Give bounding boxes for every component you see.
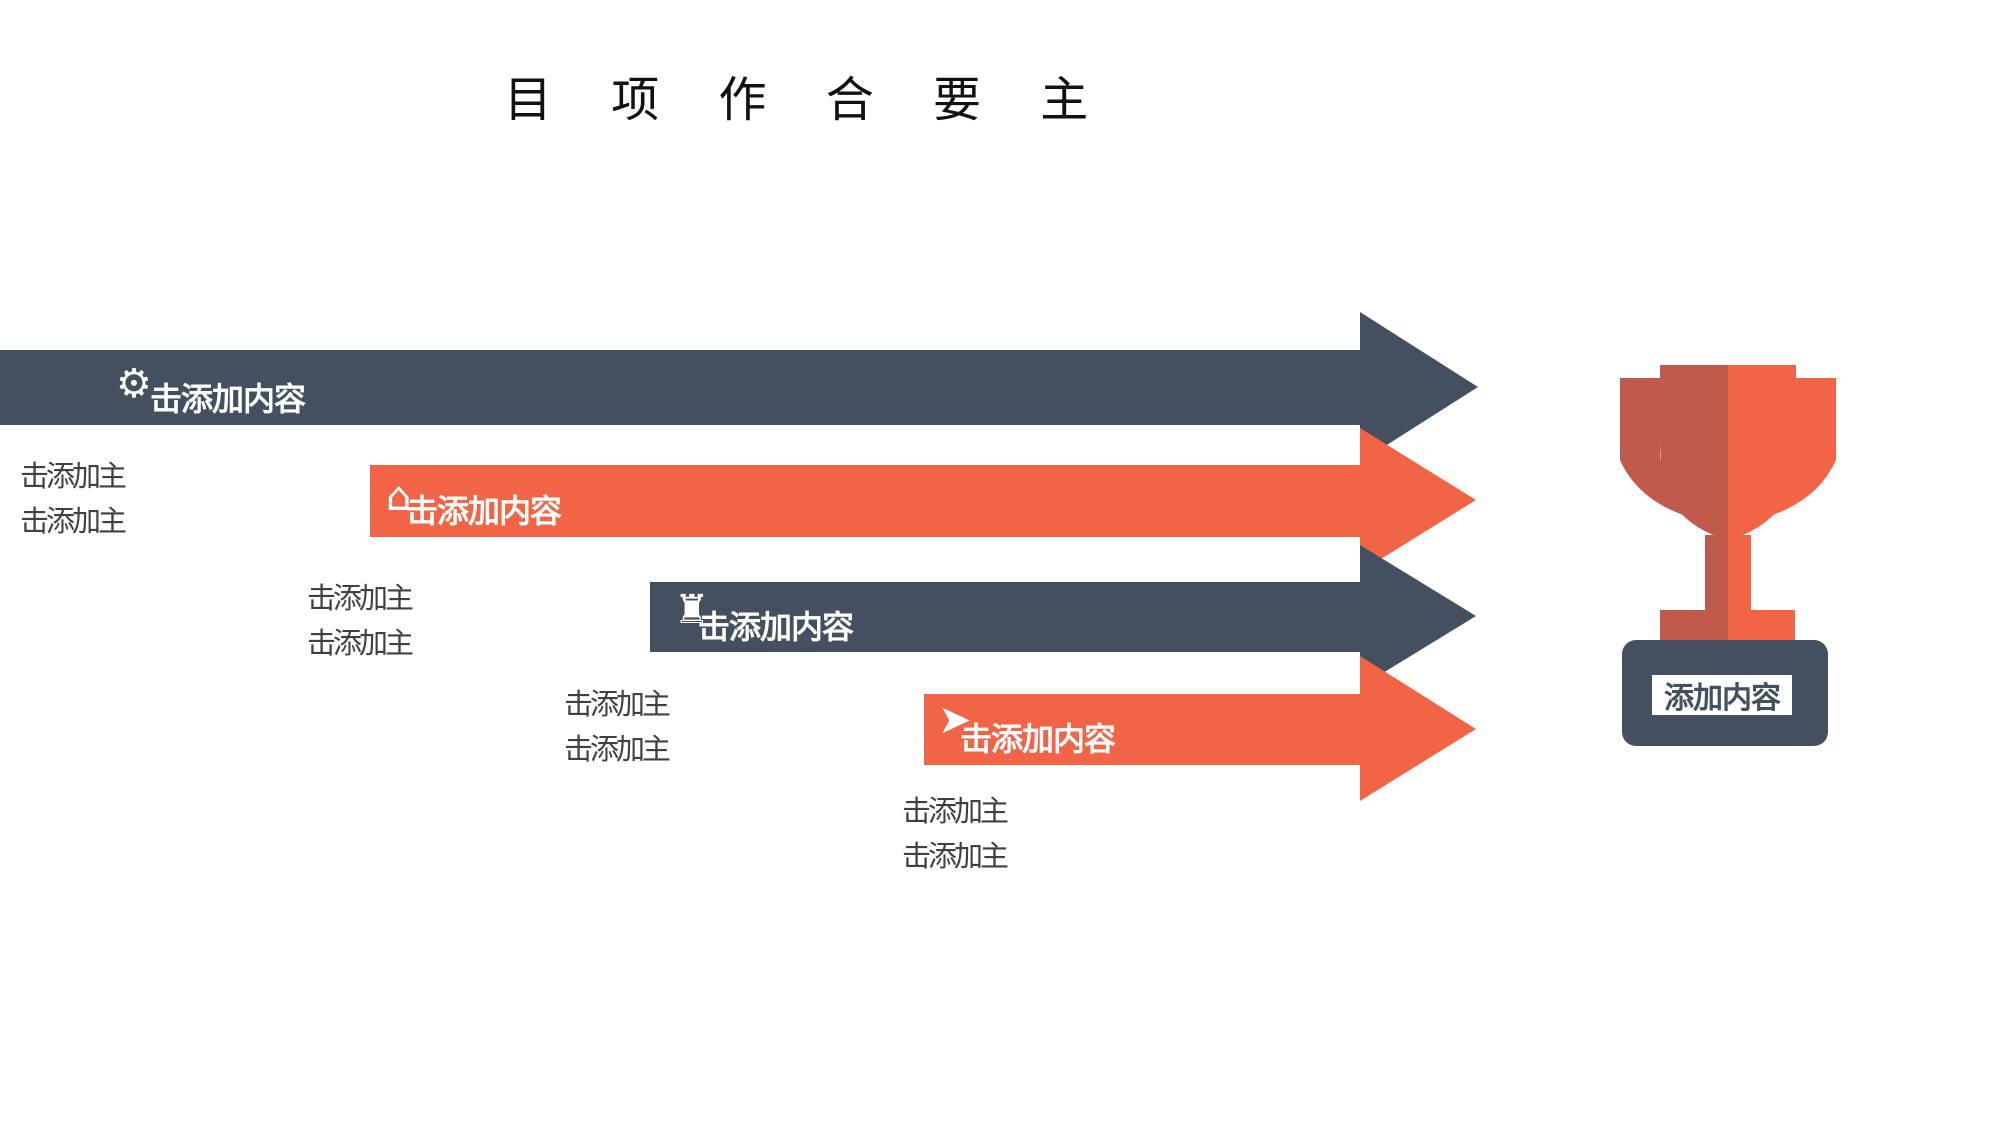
trophy-icon: ♜ bbox=[674, 587, 710, 633]
arrow-2-sub-1: 击添加主 bbox=[307, 581, 414, 615]
arrow-3-label: 击添加内容 bbox=[698, 608, 854, 646]
arrow-1-sub-1: 击添加主 bbox=[20, 459, 127, 493]
arrow-4-shape bbox=[924, 656, 1476, 801]
arrow-1-shape bbox=[0, 312, 1478, 462]
arrow-2-label: 击添加内容 bbox=[406, 492, 562, 530]
arrow-3-shape bbox=[650, 545, 1476, 687]
arrow-4-sub-2: 击添加主 bbox=[902, 839, 1009, 873]
trophy-label: 添加内容 bbox=[1652, 675, 1792, 716]
arrow-2-shape bbox=[370, 428, 1476, 572]
page-title: 目 项 作 合 要 主 bbox=[504, 72, 1111, 128]
arrow-4-label: 击添加内容 bbox=[960, 720, 1116, 758]
home-icon: ⌂ bbox=[386, 474, 412, 520]
arrow-4-sub-1: 击添加主 bbox=[902, 794, 1009, 828]
arrow-2-sub-2: 击添加主 bbox=[307, 626, 414, 660]
paper-plane-icon: ➤ bbox=[938, 697, 972, 743]
arrow-1-sub-2: 击添加主 bbox=[20, 504, 127, 538]
trophy-graphic bbox=[1620, 365, 1836, 746]
arrow-3-sub-1: 击添加主 bbox=[564, 687, 671, 721]
arrow-1-label: 击添加内容 bbox=[150, 380, 306, 418]
gear-icon: ⚙ bbox=[116, 361, 152, 407]
arrow-3-sub-2: 击添加主 bbox=[564, 732, 671, 766]
